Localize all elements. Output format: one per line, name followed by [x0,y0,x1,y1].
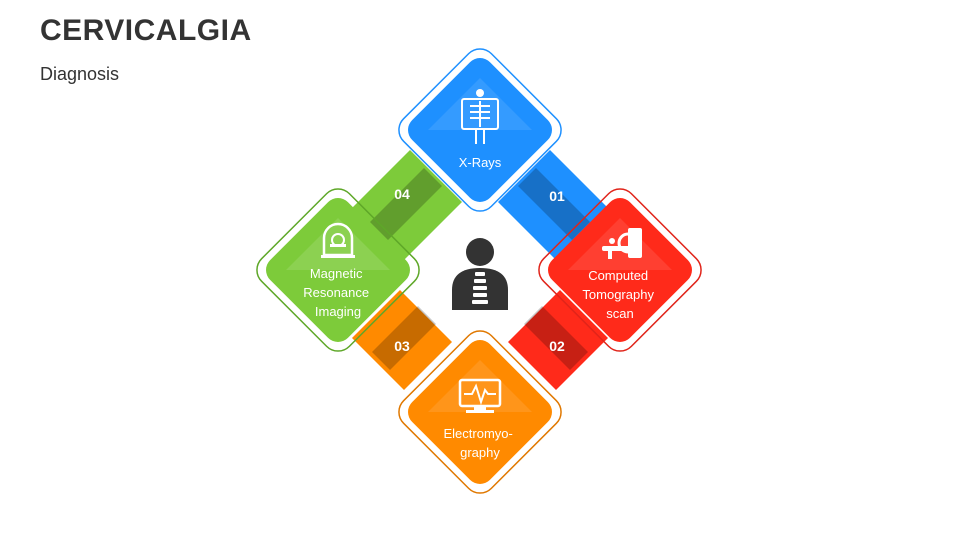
step-03-number: 03 [394,338,410,354]
step-04-label: Magnetic Resonance Imaging [303,266,372,319]
step-02-number: 02 [549,338,565,354]
person-spine-icon [452,238,508,310]
step-02-label: Computed Tomography scan [582,268,657,321]
xray-skeleton-icon [461,89,499,144]
step-02-card [538,188,702,352]
step-01-card [398,48,562,212]
page-subtitle: Diagnosis [40,64,120,84]
connector-03 [352,290,452,390]
step-03-card [398,330,562,494]
mri-machine-icon [321,222,355,258]
page-title: CERVICALGIA [40,14,252,47]
step-04-card [256,188,420,352]
emg-monitor-icon [458,378,502,413]
step-04-number: 04 [394,186,410,202]
step-01-label: X-Rays [459,155,502,170]
step-01-number: 01 [549,188,565,204]
ct-scanner-icon [602,228,642,259]
connector-02 [508,290,608,390]
step-03-label: Electromyo- graphy [444,426,517,460]
